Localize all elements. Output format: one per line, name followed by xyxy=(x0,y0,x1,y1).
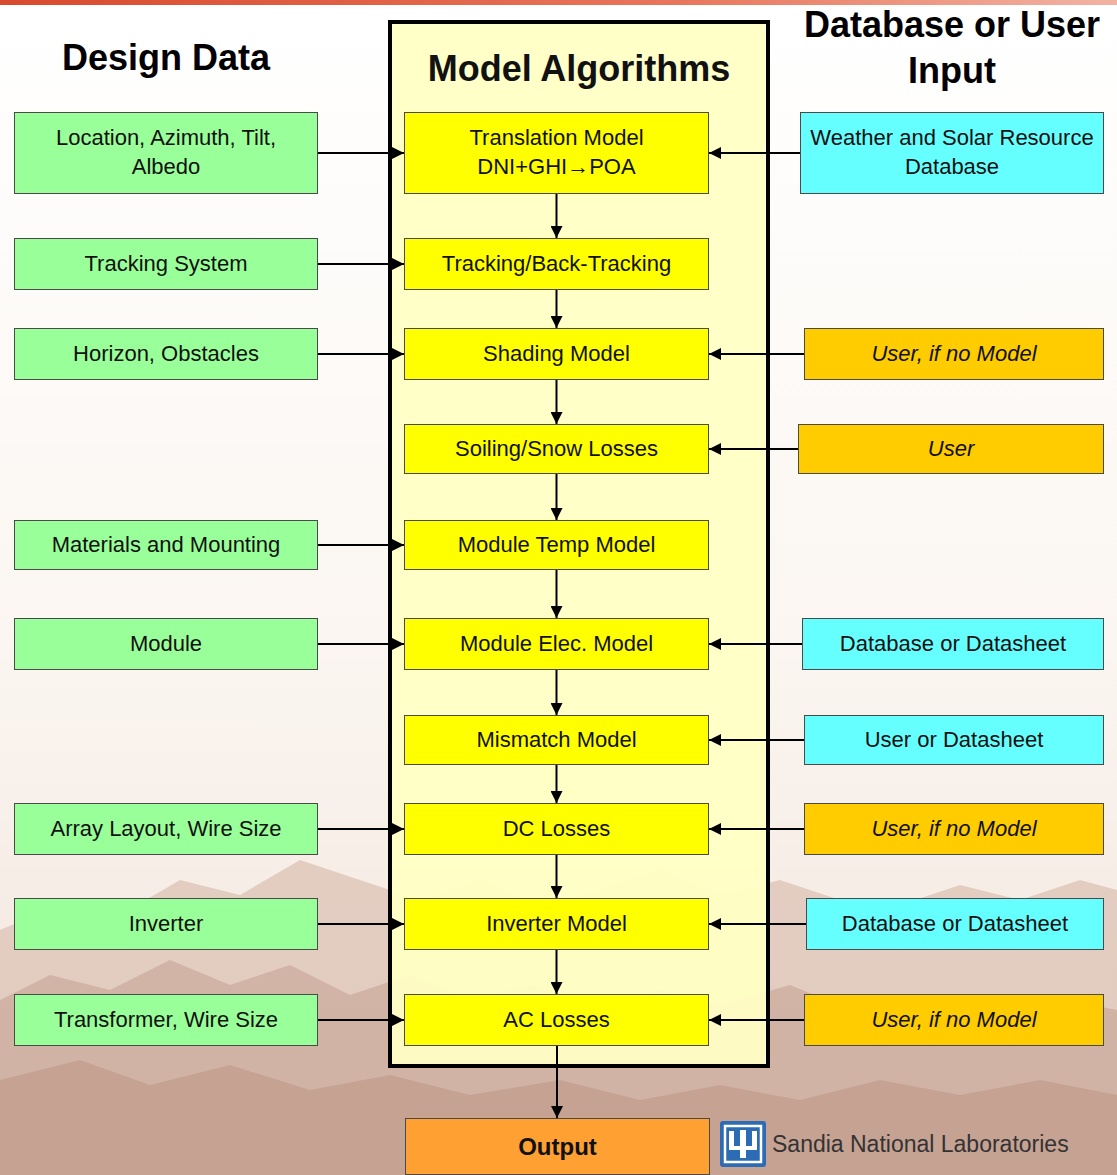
box-label: AC Losses xyxy=(503,1006,609,1035)
model-box: DC Losses xyxy=(404,803,709,855)
box-label: DNI+GHI→POA xyxy=(477,153,635,182)
flow-arrow xyxy=(709,923,806,925)
design-data-box: Tracking System xyxy=(14,238,318,290)
box-label: Transformer, Wire Size xyxy=(54,1006,278,1035)
box-label: Shading Model xyxy=(483,340,630,369)
model-box: AC Losses xyxy=(404,994,709,1046)
flow-arrow xyxy=(556,474,558,520)
flow-arrow xyxy=(556,1046,558,1118)
model-box: Translation ModelDNI+GHI→POA xyxy=(404,112,709,194)
panel-heading: Model Algorithms xyxy=(428,46,731,93)
box-label: User or Datasheet xyxy=(865,726,1044,755)
user-input-box: User, if no Model xyxy=(804,803,1104,855)
flow-arrow xyxy=(709,1019,804,1021)
design-data-box: Horizon, Obstacles xyxy=(14,328,318,380)
model-box: Module Elec. Model xyxy=(404,618,709,670)
column-heading: Database or User Input xyxy=(800,2,1104,94)
box-label: User, if no Model xyxy=(871,1006,1036,1035)
flow-arrow xyxy=(556,670,558,715)
box-label: Tracking System xyxy=(84,250,247,279)
flow-arrow xyxy=(556,855,558,898)
flow-arrow xyxy=(709,353,804,355)
design-data-box: Location, Azimuth, Tilt, Albedo xyxy=(14,112,318,194)
column-heading: Design Data xyxy=(14,36,318,80)
user-input-box: User, if no Model xyxy=(804,994,1104,1046)
flow-arrow xyxy=(709,448,798,450)
box-label: Location, Azimuth, Tilt, Albedo xyxy=(23,124,309,181)
model-box: Mismatch Model xyxy=(404,715,709,765)
box-label: Inverter Model xyxy=(486,910,627,939)
box-label: Tracking/Back-Tracking xyxy=(442,250,671,279)
box-label: Weather and Solar Resource Database xyxy=(809,124,1095,181)
box-label: Translation Model xyxy=(469,124,643,153)
box-label: Module xyxy=(130,630,202,659)
flow-arrow xyxy=(709,739,804,741)
box-label: Module Elec. Model xyxy=(460,630,653,659)
model-box: Module Temp Model xyxy=(404,520,709,570)
box-label: Horizon, Obstacles xyxy=(73,340,259,369)
design-data-box: Materials and Mounting xyxy=(14,520,318,570)
box-label: Module Temp Model xyxy=(458,531,656,560)
box-label: Array Layout, Wire Size xyxy=(50,815,281,844)
flow-arrow xyxy=(556,194,558,238)
output-box: Output xyxy=(405,1118,710,1175)
database-box: Weather and Solar Resource Database xyxy=(800,112,1104,194)
box-label: Mismatch Model xyxy=(476,726,636,755)
box-label: Inverter xyxy=(129,910,204,939)
flow-arrow xyxy=(556,290,558,328)
database-box: Database or Datasheet xyxy=(802,618,1104,670)
box-label: Materials and Mounting xyxy=(52,531,281,560)
box-label: User, if no Model xyxy=(871,340,1036,369)
design-data-box: Module xyxy=(14,618,318,670)
box-label: User, if no Model xyxy=(871,815,1036,844)
box-label: DC Losses xyxy=(503,815,611,844)
design-data-box: Transformer, Wire Size xyxy=(14,994,318,1046)
model-box: Tracking/Back-Tracking xyxy=(404,238,709,290)
box-label: Database or Datasheet xyxy=(842,910,1068,939)
design-data-box: Array Layout, Wire Size xyxy=(14,803,318,855)
flow-arrow xyxy=(709,152,800,154)
organization-name: Sandia National Laboratories xyxy=(772,1129,1112,1159)
box-label: Soiling/Snow Losses xyxy=(455,435,658,464)
box-label: Output xyxy=(518,1131,597,1162)
database-box: Database or Datasheet xyxy=(806,898,1104,950)
database-box: User or Datasheet xyxy=(804,715,1104,765)
model-box: Soiling/Snow Losses xyxy=(404,424,709,474)
sandia-logo-icon xyxy=(720,1121,766,1167)
user-input-box: User, if no Model xyxy=(804,328,1104,380)
box-label: Database or Datasheet xyxy=(840,630,1066,659)
design-data-box: Inverter xyxy=(14,898,318,950)
box-label: User xyxy=(928,435,974,464)
model-box: Shading Model xyxy=(404,328,709,380)
flow-arrow xyxy=(556,950,558,994)
model-box: Inverter Model xyxy=(404,898,709,950)
flow-arrow xyxy=(709,643,802,645)
flow-arrow xyxy=(556,570,558,618)
flow-arrow xyxy=(556,765,558,803)
flow-arrow xyxy=(556,380,558,424)
user-input-box: User xyxy=(798,424,1104,474)
model-panel: Model AlgorithmsTranslation ModelDNI+GHI… xyxy=(388,20,770,1068)
flow-arrow xyxy=(709,828,804,830)
